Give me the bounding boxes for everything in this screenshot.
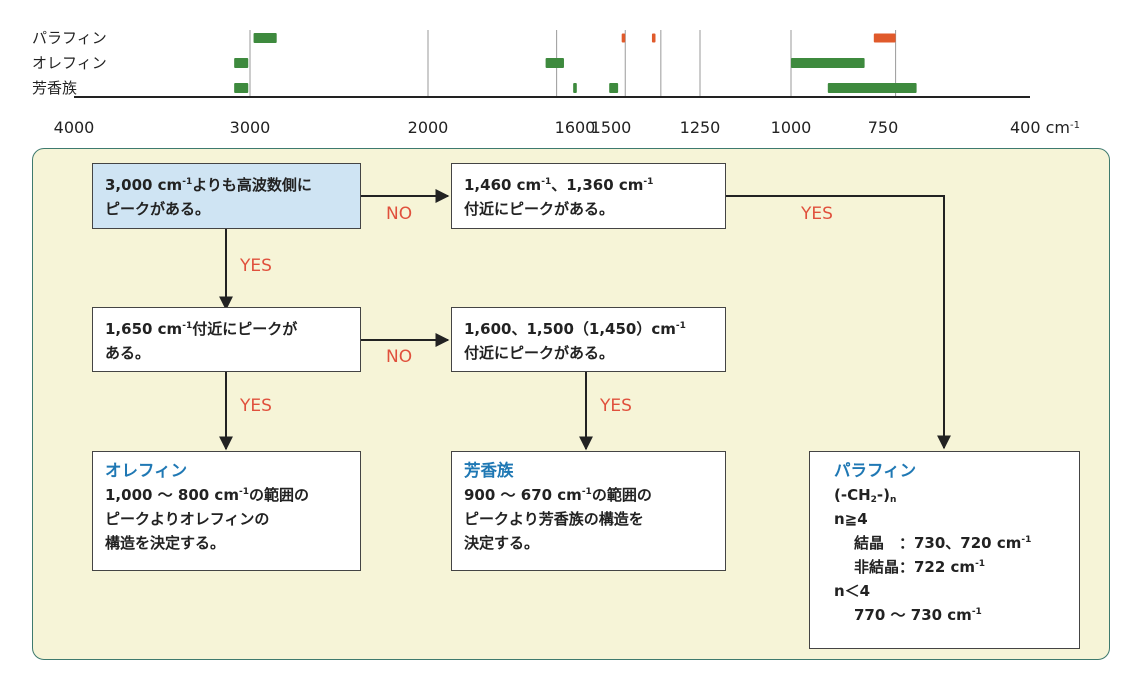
range-band — [651, 33, 656, 43]
category-labels: パラフィン オレフィン 芳香族 — [32, 29, 107, 97]
x-tick-label: 4000 — [54, 118, 95, 137]
box-paraffin: パラフィン (-CH2-)n n≧4 結晶 ：730、720 cm-1 非結晶：… — [809, 451, 1080, 649]
box-high-wavenumber: 3,000 cm-1よりも高波数側に ピークがある。 — [92, 163, 361, 229]
category-label-aromatic: 芳香族 — [32, 79, 77, 97]
category-label-paraffin: パラフィン — [32, 29, 107, 47]
range-band — [573, 83, 577, 93]
x-tick-label: 400 cm-1 — [1010, 118, 1080, 137]
x-tick-label: 750 — [868, 118, 899, 137]
range-band — [234, 83, 249, 93]
label-no-2: NO — [386, 347, 413, 367]
label-yes-3: YES — [600, 396, 632, 416]
box-olefin: オレフィン 1,000 ～ 800 cm-1の範囲の ピークよりオレフィンの 構… — [92, 451, 361, 571]
box-1460-1360: 1,460 cm-1、1,360 cm-1 付近にピークがある。 — [451, 163, 726, 229]
label-yes-paraffin: YES — [801, 204, 833, 224]
range-band — [253, 33, 277, 43]
aromatic-title: 芳香族 — [464, 461, 514, 480]
x-tick-label: 1600 — [555, 118, 596, 137]
label-yes-2: YES — [240, 396, 272, 416]
olefin-title: オレフィン — [105, 461, 188, 480]
paraffin-formula: (-CH2-)n — [834, 486, 897, 505]
range-band — [873, 33, 896, 43]
category-label-olefin: オレフィン — [32, 54, 107, 72]
box-1650: 1,650 cm-1付近にピークが ある。 — [92, 307, 361, 372]
label-yes-1: YES — [240, 256, 272, 276]
x-tick-label: 3000 — [230, 118, 271, 137]
range-band — [234, 58, 249, 68]
range-band — [545, 58, 564, 68]
x-tick-label: 1250 — [680, 118, 721, 137]
range-band — [621, 33, 626, 43]
x-tick-label: 1500 — [591, 118, 632, 137]
x-tick-label: 2000 — [408, 118, 449, 137]
box-1600-1500: 1,600、1,500（1,450）cm-1 付近にピークがある。 — [451, 307, 726, 372]
range-band — [791, 58, 865, 68]
x-tick-label: 1000 — [771, 118, 812, 137]
box-aromatic: 芳香族 900 ～ 670 cm-1の範囲の ピークより芳香族の構造を 決定する… — [451, 451, 726, 571]
range-band — [827, 83, 917, 93]
range-bands — [234, 33, 917, 93]
label-no-1: NO — [386, 204, 413, 224]
range-band — [609, 83, 619, 93]
paraffin-title: パラフィン — [834, 461, 917, 480]
